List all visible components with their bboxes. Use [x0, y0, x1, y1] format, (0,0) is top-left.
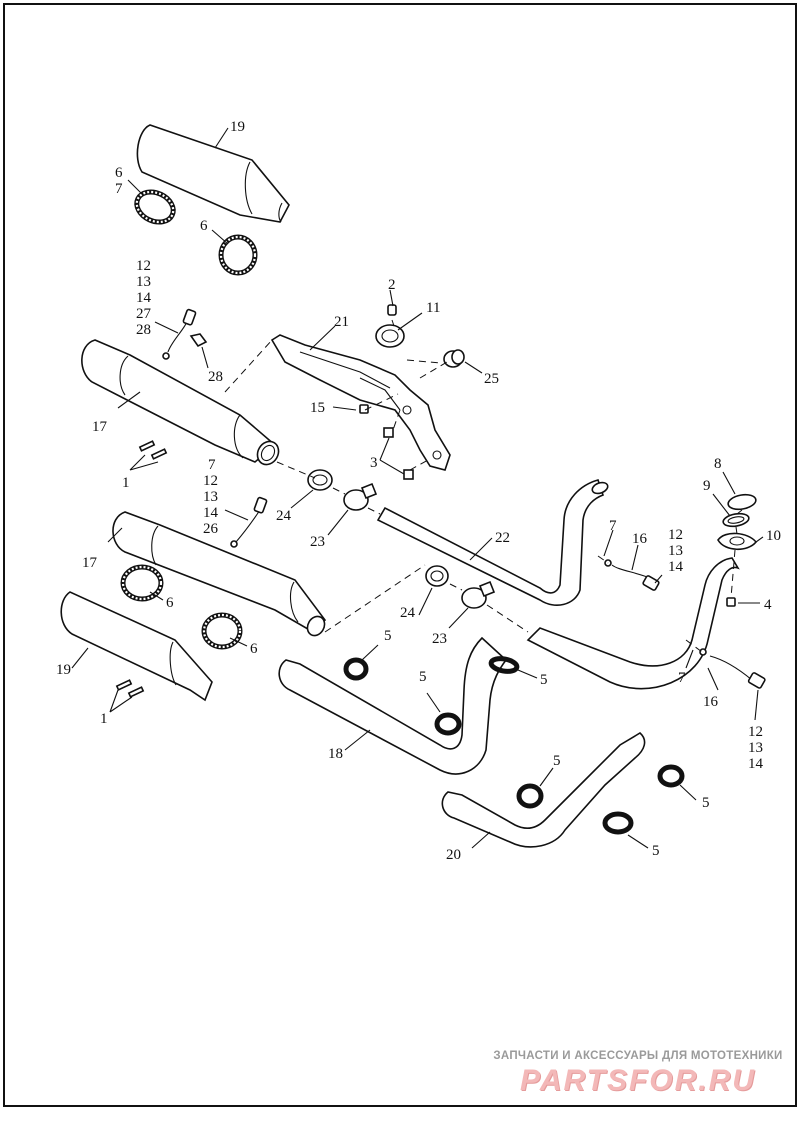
label-19: 19	[56, 662, 71, 678]
label-5: 5	[553, 753, 561, 769]
label-28: 28	[208, 369, 223, 385]
studs-1-lower	[115, 679, 145, 698]
label-10: 10	[766, 528, 781, 544]
label-14: 14	[668, 559, 684, 575]
label-4: 4	[764, 597, 772, 613]
label-1: 1	[122, 475, 130, 491]
label-8: 8	[714, 456, 722, 472]
label-3: 3	[370, 455, 378, 471]
grommet-25	[443, 349, 465, 368]
clamp-5-f	[602, 811, 634, 835]
label-5: 5	[652, 843, 660, 859]
bolts-3	[383, 427, 414, 480]
label-5: 5	[540, 672, 548, 688]
label-14: 14	[203, 505, 219, 521]
label-26: 26	[203, 521, 219, 537]
label-19: 19	[230, 119, 245, 135]
ring-9	[722, 512, 750, 528]
diagram-border	[3, 3, 797, 1107]
clamp-6-upper-a	[134, 189, 176, 225]
flange-10	[717, 532, 758, 551]
watermark: ЗАПЧАСТИ И АКСЕССУАРЫ ДЛЯ МОТОТЕХНИКИ PA…	[488, 1050, 788, 1098]
label-15: 15	[310, 400, 325, 416]
label-24: 24	[276, 508, 292, 524]
label-11: 11	[426, 300, 440, 316]
clamp-5-d	[516, 783, 544, 809]
sleeve-24-lower	[425, 565, 449, 587]
clamp-6-upper-b	[218, 234, 258, 276]
label-1: 1	[100, 711, 108, 727]
clamp-5-e	[657, 764, 685, 788]
clamp-23-lower	[461, 580, 496, 609]
label-24: 24	[400, 605, 416, 621]
label-13: 13	[203, 489, 218, 505]
assembly-lines	[224, 319, 743, 653]
label-13: 13	[136, 274, 151, 290]
header-pipe-22-branch	[526, 557, 740, 690]
label-2: 2	[388, 277, 396, 293]
label-5: 5	[384, 628, 392, 644]
label-13: 13	[668, 543, 683, 559]
label-23: 23	[432, 631, 447, 647]
o2-sensor-upper	[162, 308, 208, 360]
o2-sensor-middle	[230, 496, 268, 548]
leader-lines	[71, 127, 764, 849]
label-14: 14	[136, 290, 152, 306]
clamp-6-lower-a	[120, 564, 164, 602]
bracket-21	[270, 334, 451, 471]
watermark-logo: PARTSFOR.RU	[520, 1064, 756, 1097]
muffler-17-lower	[112, 511, 327, 637]
o2-sensor-16-lower	[699, 648, 766, 689]
o2-sensor-16-upper	[604, 559, 660, 591]
muffler-19-lower	[60, 591, 213, 702]
label-16: 16	[632, 531, 648, 547]
callout-labels: 19 6 7 6 12 13 14 27 28 28 2 11 21 25 15…	[56, 119, 781, 863]
watermark-caption: ЗАПЧАСТИ И АКСЕССУАРЫ ДЛЯ МОТОТЕХНИКИ	[493, 1050, 783, 1062]
label-17: 17	[92, 419, 108, 435]
label-22: 22	[495, 530, 510, 546]
label-17: 17	[82, 555, 98, 571]
label-7: 7	[115, 181, 123, 197]
label-12: 12	[748, 724, 763, 740]
label-13: 13	[748, 740, 763, 756]
gasket-8	[727, 493, 757, 511]
header-pipe-22	[376, 479, 609, 606]
muffler-17-upper	[81, 339, 280, 466]
clamp-11	[375, 304, 405, 348]
label-27: 27	[136, 306, 152, 322]
label-12: 12	[203, 473, 218, 489]
label-5: 5	[702, 795, 710, 811]
label-18: 18	[328, 746, 343, 762]
label-7: 7	[609, 518, 617, 534]
label-7: 7	[208, 457, 216, 473]
header-pipe-20	[441, 732, 646, 848]
label-20: 20	[446, 847, 461, 863]
nut-4	[726, 597, 736, 607]
label-9: 9	[703, 478, 711, 494]
label-21: 21	[334, 314, 349, 330]
label-5: 5	[419, 669, 427, 685]
clamp-6-lower-b	[201, 612, 243, 650]
muffler-19-upper	[136, 124, 290, 223]
label-14: 14	[748, 756, 764, 772]
label-7: 7	[678, 670, 686, 686]
clamp-23-upper	[343, 482, 378, 511]
sleeve-24-upper	[307, 469, 333, 491]
label-6: 6	[115, 165, 123, 181]
label-28: 28	[136, 322, 151, 338]
studs-1-upper	[138, 440, 168, 460]
label-6: 6	[250, 641, 258, 657]
label-23: 23	[310, 534, 325, 550]
clamp-5-a	[343, 657, 369, 681]
label-16: 16	[703, 694, 719, 710]
clamp-5-c	[488, 656, 520, 674]
header-pipe-18	[278, 636, 508, 775]
clamp-5-b	[434, 712, 462, 736]
label-12: 12	[136, 258, 151, 274]
label-12: 12	[668, 527, 683, 543]
label-6: 6	[200, 218, 208, 234]
label-6: 6	[166, 595, 174, 611]
label-25: 25	[484, 371, 499, 387]
